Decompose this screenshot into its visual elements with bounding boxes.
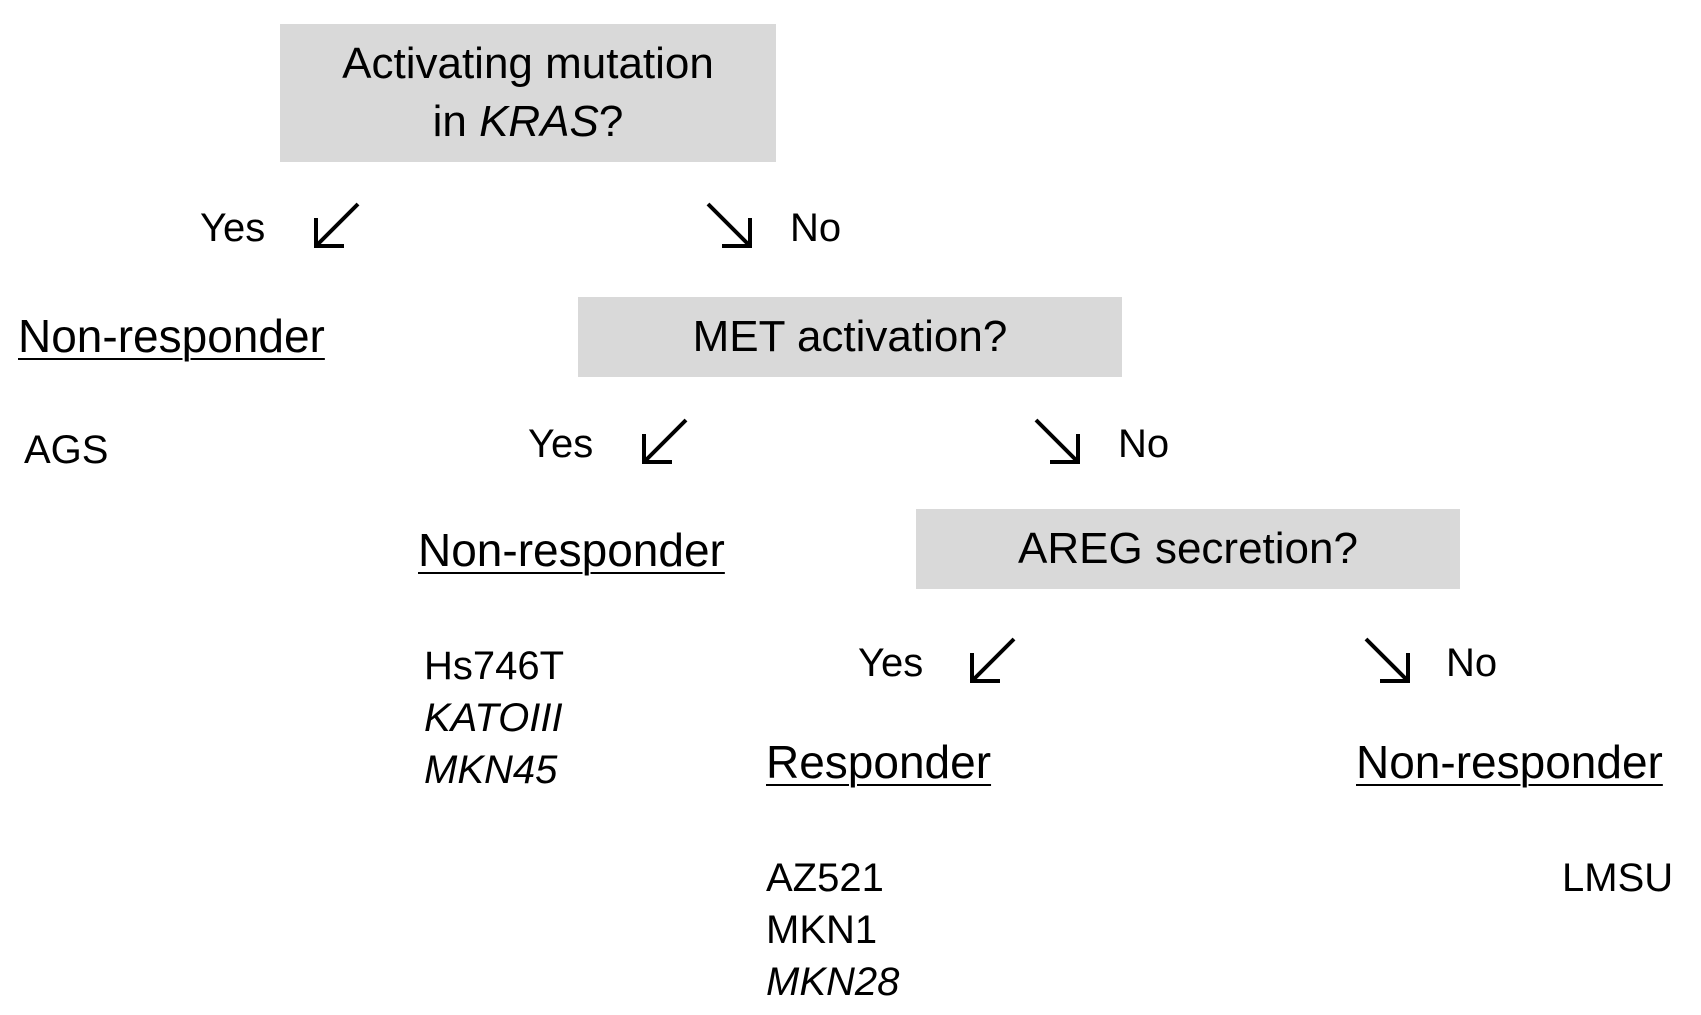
cell-line: MKN28 [766, 960, 900, 1004]
question-kras-line2: in KRAS? [432, 97, 624, 146]
question-areg-label: AREG secretion? [1018, 524, 1358, 573]
cell-line: AGS [24, 428, 109, 472]
arrow-down-left-icon [642, 418, 688, 464]
question-kras-line1: Activating mutation [342, 39, 714, 88]
cell-lines-areg-no: LMSU [1562, 852, 1673, 904]
question-met-activation: MET activation? [578, 297, 1122, 377]
areg-yes-label: Yes [858, 641, 924, 685]
question-areg-secretion: AREG secretion? [916, 509, 1460, 589]
outcome-responder: Responder [766, 736, 992, 788]
cell-line: Hs746T [424, 644, 565, 688]
cell-line: MKN1 [766, 908, 878, 952]
kras-yes-label: Yes [200, 206, 266, 250]
outcome-non-responder-kras: Non-responder [18, 310, 325, 362]
cell-lines-kras: AGS [24, 424, 108, 476]
arrow-down-right-icon [706, 202, 752, 248]
outcome-non-responder-met: Non-responder [418, 524, 725, 576]
cell-lines-responder: AZ521 MKN1 MKN28 [766, 852, 899, 1008]
areg-no-label: No [1446, 641, 1498, 685]
arrow-down-left-icon [970, 637, 1016, 683]
outcome-non-responder-areg: Non-responder [1356, 736, 1663, 788]
arrow-down-left-icon [314, 202, 360, 248]
met-no-label: No [1118, 422, 1170, 466]
cell-line: MKN45 [424, 748, 558, 792]
cell-lines-met: Hs746T KATOIII MKN45 [424, 640, 564, 796]
arrow-down-right-icon [1364, 637, 1410, 683]
arrow-down-right-icon [1034, 418, 1080, 464]
met-yes-label: Yes [528, 422, 594, 466]
question-kras-mutation: Activating mutation in KRAS? [280, 24, 776, 162]
kras-no-label: No [790, 206, 842, 250]
question-met-label: MET activation? [692, 312, 1008, 361]
cell-line: AZ521 [766, 856, 884, 900]
cell-line: KATOIII [424, 696, 563, 740]
gene-kras: KRAS [479, 97, 599, 146]
cell-line: LMSU [1562, 856, 1674, 900]
